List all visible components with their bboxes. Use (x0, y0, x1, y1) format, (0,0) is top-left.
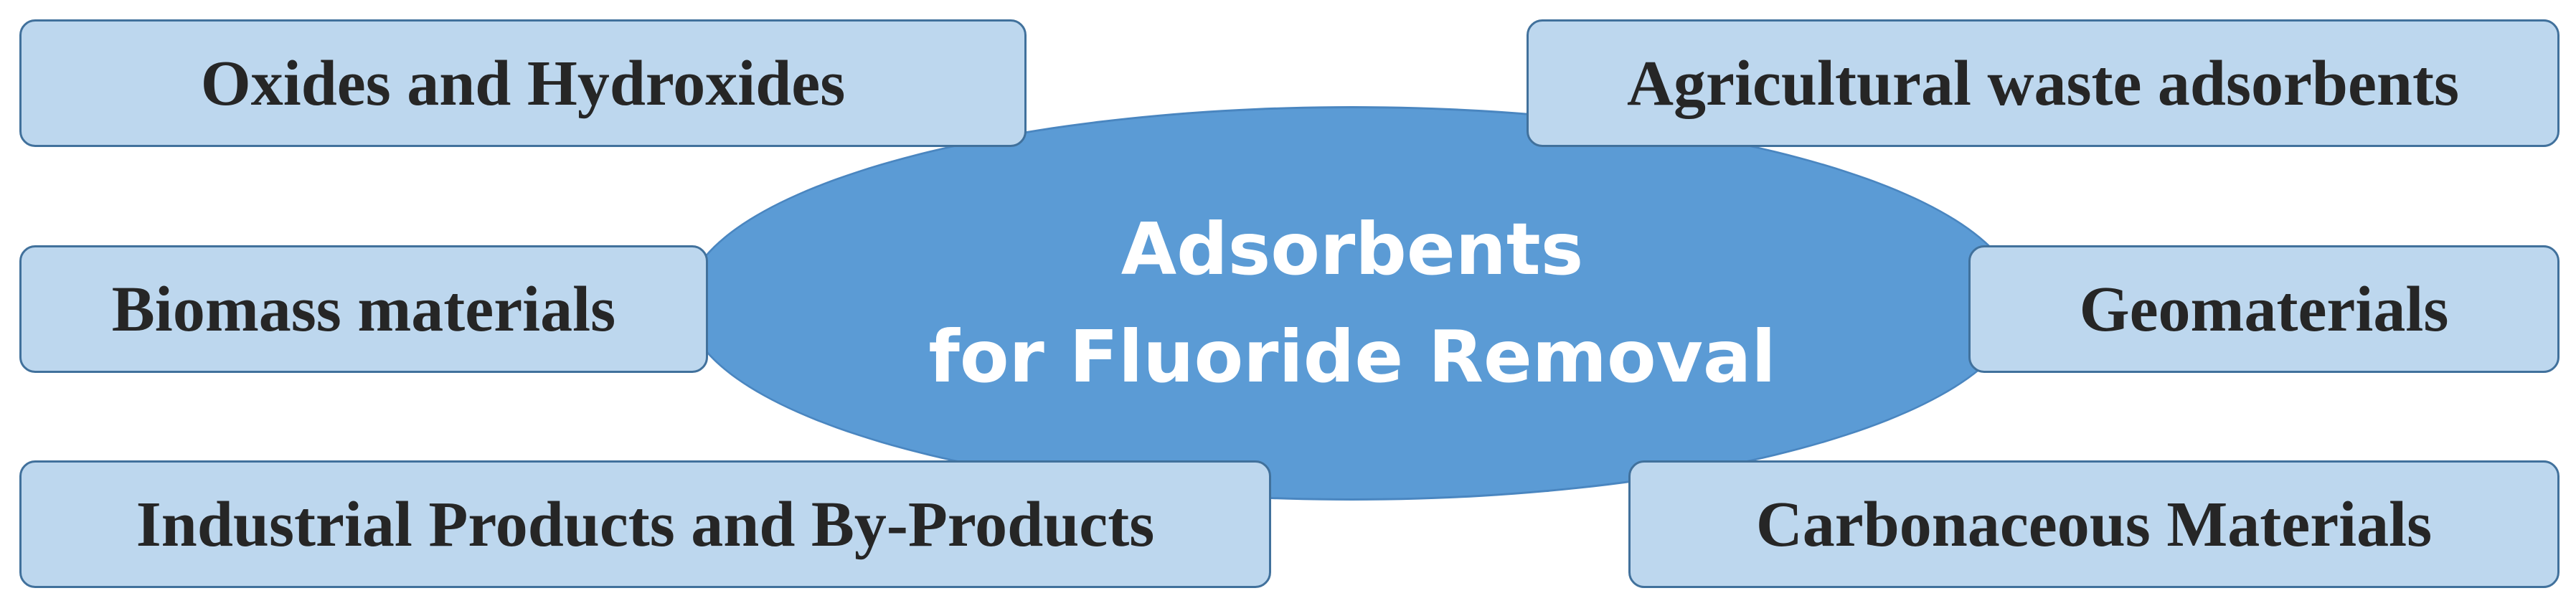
category-box-oxides-hydroxides: Oxides and Hydroxides (19, 19, 1027, 147)
center-title-line1: Adsorbents (1120, 207, 1584, 291)
category-box-industrial-products: Industrial Products and By-Products (19, 460, 1271, 588)
category-label: Industrial Products and By-Products (136, 488, 1155, 560)
category-label: Oxides and Hydroxides (200, 47, 846, 119)
category-box-carbonaceous: Carbonaceous Materials (1628, 460, 2560, 588)
category-label: Geomaterials (2079, 273, 2449, 345)
category-label: Carbonaceous Materials (1755, 488, 2433, 560)
category-box-geomaterials: Geomaterials (1968, 245, 2560, 373)
category-box-biomass: Biomass materials (19, 245, 708, 373)
category-label: Biomass materials (111, 273, 616, 345)
category-label: Agricultural waste adsorbents (1627, 47, 2459, 119)
central-ellipse: Adsorbents for Fluoride Removal (685, 106, 2019, 501)
center-title-line2: for Fluoride Removal (928, 315, 1776, 399)
category-box-agricultural-waste: Agricultural waste adsorbents (1527, 19, 2560, 147)
